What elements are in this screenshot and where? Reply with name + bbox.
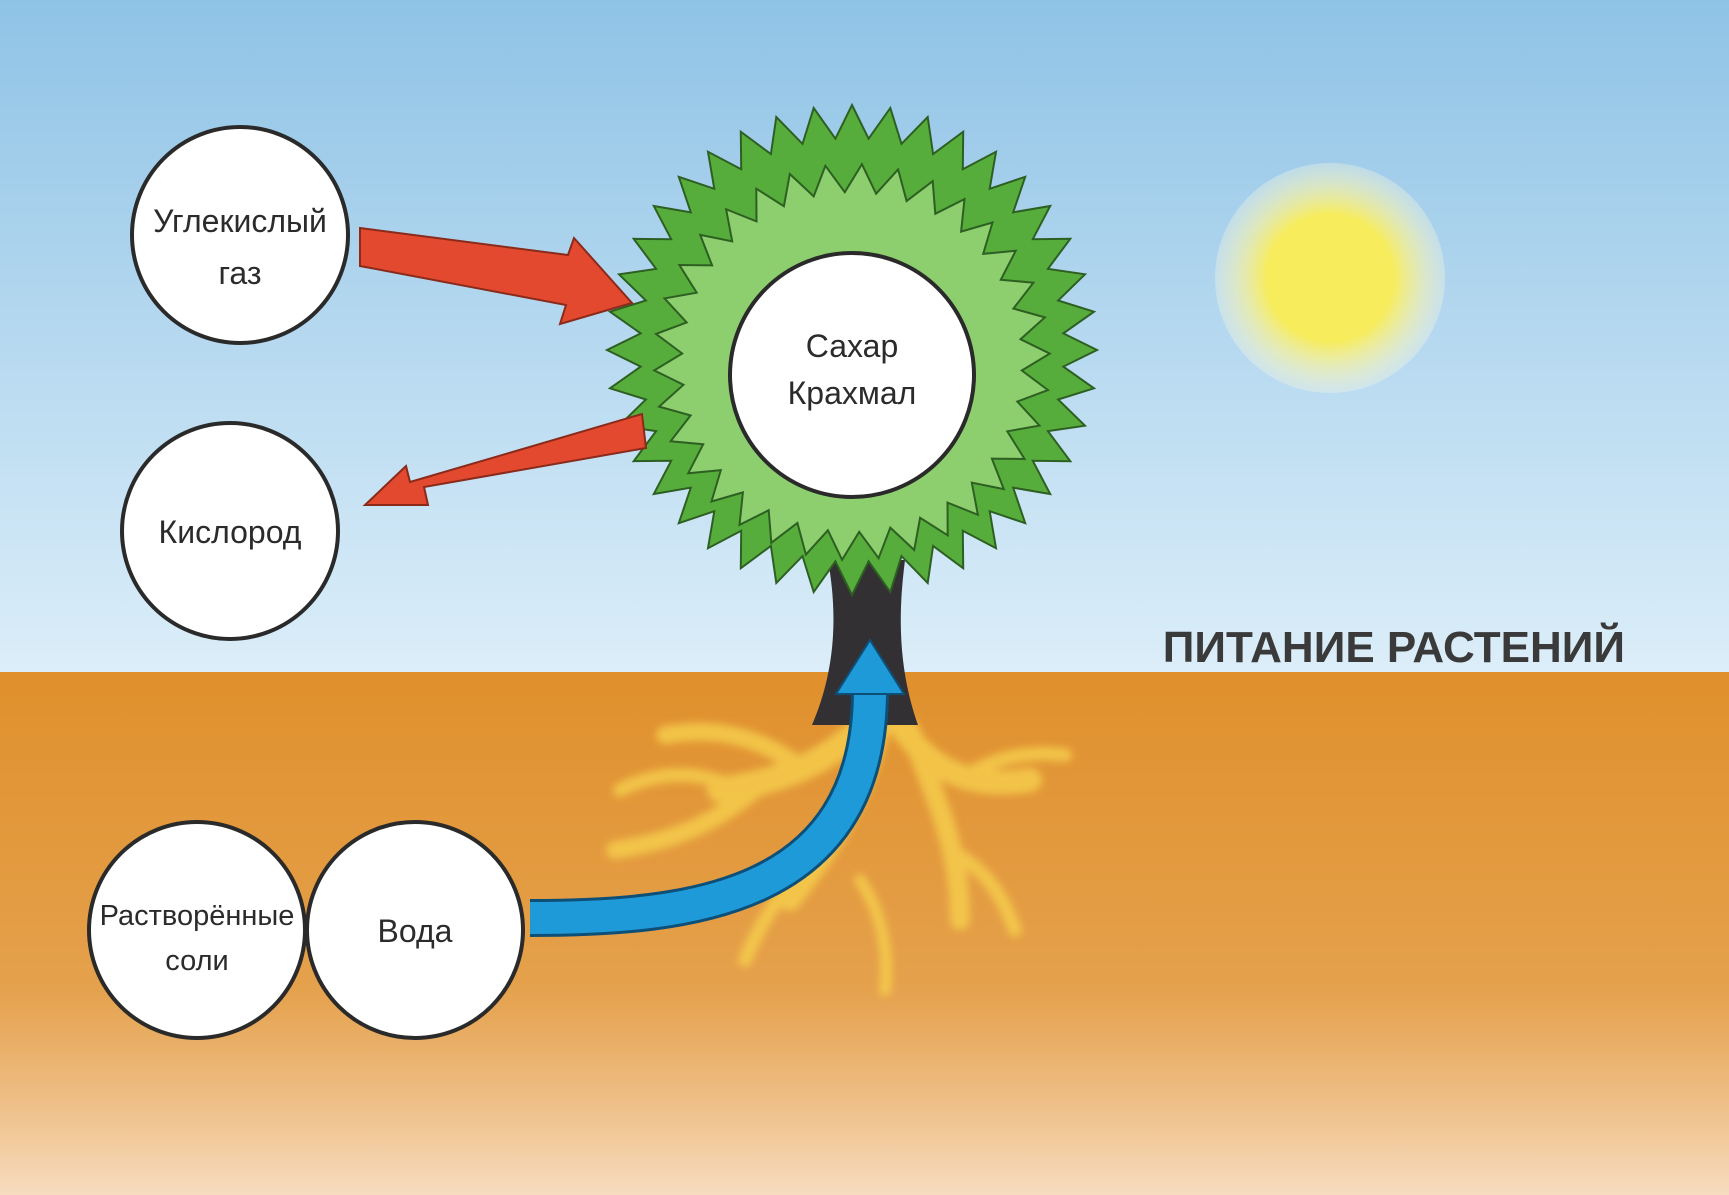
co2-label-line-2: газ — [218, 255, 261, 291]
crown-label-line-1: Сахар — [806, 328, 899, 364]
salts-label-line-2: соли — [165, 945, 228, 977]
node-salts: Растворённые соли — [89, 822, 305, 1038]
node-water: Вода — [307, 822, 523, 1038]
co2-label-line-1: Углекислый — [153, 203, 327, 239]
salts-label-line-1: Растворённые — [100, 900, 295, 932]
crown-label-line-2: Крахмал — [788, 375, 917, 411]
oxygen-label: Кислород — [159, 514, 302, 550]
node-oxygen: Кислород — [122, 423, 338, 639]
node-crown: Сахар Крахмал — [730, 253, 974, 497]
water-label: Вода — [378, 913, 453, 949]
sun — [1215, 163, 1445, 393]
node-co2: Углекислый газ — [132, 127, 348, 343]
diagram-title: ПИТАНИЕ РАСТЕНИЙ — [1163, 621, 1625, 672]
